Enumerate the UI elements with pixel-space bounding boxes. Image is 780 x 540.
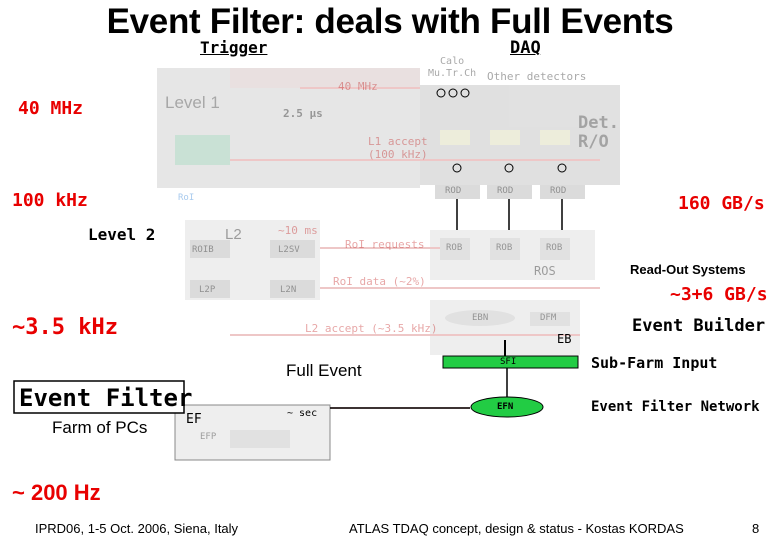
ef-label: EF <box>186 412 202 427</box>
read-out-systems-label: Read-Out Systems <box>630 262 746 277</box>
daq-header: DAQ <box>510 38 541 58</box>
rob-label-2: ROB <box>496 243 513 253</box>
rate-100khz-label: 100 kHz <box>12 190 88 211</box>
footer-conference: IPRD06, 1-5 Oct. 2006, Siena, Italy <box>35 521 239 536</box>
latency-10ms-label: ~10 ms <box>278 224 318 237</box>
footer-talk: ATLAS TDAQ concept, design & status - Ko… <box>349 521 684 536</box>
eb-label: EB <box>557 332 572 346</box>
bandwidth-160-label: 160 GB/s <box>678 193 765 214</box>
l2-accept-label: L2 accept (~3.5 kHz) <box>305 322 438 335</box>
efn-label: EFN <box>497 402 514 412</box>
l2sv-label: L2SV <box>278 245 300 255</box>
rate-200hz-label: ~ 200 Hz <box>12 480 101 505</box>
event-builder-label: Event Builder <box>632 316 766 336</box>
latency-25-label: 2.5 μs <box>283 107 323 120</box>
ros-area <box>430 230 595 280</box>
calo-label: Calo Mu.Tr.Ch <box>428 56 477 79</box>
sfi-label: SFI <box>500 357 517 367</box>
page-number: 8 <box>752 521 760 536</box>
page-title: Event Filter: deals with Full Events <box>106 2 674 41</box>
rob-label-3: ROB <box>546 243 563 253</box>
roib-label: ROIB <box>192 245 214 255</box>
sub-farm-input-label: Sub-Farm Input <box>591 354 718 372</box>
roi-data-label: RoI data (~2%) <box>333 275 426 288</box>
ef-area <box>175 405 330 460</box>
level2-area <box>185 220 320 300</box>
l2p-label: L2P <box>199 285 216 295</box>
roi-label: RoI <box>178 193 195 203</box>
l2n-label: L2N <box>280 285 297 295</box>
rod-label-1: ROD <box>445 186 462 196</box>
l2-box-label: L2 <box>225 226 242 243</box>
level1-area <box>157 68 420 188</box>
full-event-label: Full Event <box>286 361 362 380</box>
sfi-bar <box>442 355 579 369</box>
dfm-label: DFM <box>540 313 557 323</box>
farm-label: Farm of PCs <box>52 418 148 437</box>
trigger-header: Trigger <box>200 38 268 57</box>
rob-label-1: ROB <box>446 243 463 253</box>
level1-label: Level 1 <box>165 93 220 112</box>
rate-3-5khz-label: ~3.5 kHz <box>12 315 118 340</box>
rod-label-2: ROD <box>497 186 514 196</box>
calo-picture <box>175 135 230 165</box>
ebn-label: EBN <box>472 313 489 323</box>
event-filter-box <box>13 380 185 414</box>
ros-label: ROS <box>534 264 556 278</box>
det-ro-label: Det. R/O <box>578 113 619 152</box>
rate-40mhz-label: 40 MHz <box>18 98 84 119</box>
level2-label: Level 2 <box>88 225 156 244</box>
bandwidth-3-6-label: ~3+6 GB/s <box>670 284 768 305</box>
efp-label: EFP <box>200 432 217 442</box>
l1-accept-label: L1 accept (100 kHz) <box>368 135 428 161</box>
inner-rate-40-label: 40 MHz <box>338 80 378 93</box>
latency-sec-label: ~ sec <box>287 408 318 419</box>
roi-requests-label: RoI requests <box>345 238 425 251</box>
event-filter-label: Event Filter <box>19 384 193 412</box>
event-filter-network-label: Event Filter Network <box>591 399 760 415</box>
rod-label-3: ROD <box>550 186 567 196</box>
other-detectors-label: Other detectors <box>487 70 587 83</box>
